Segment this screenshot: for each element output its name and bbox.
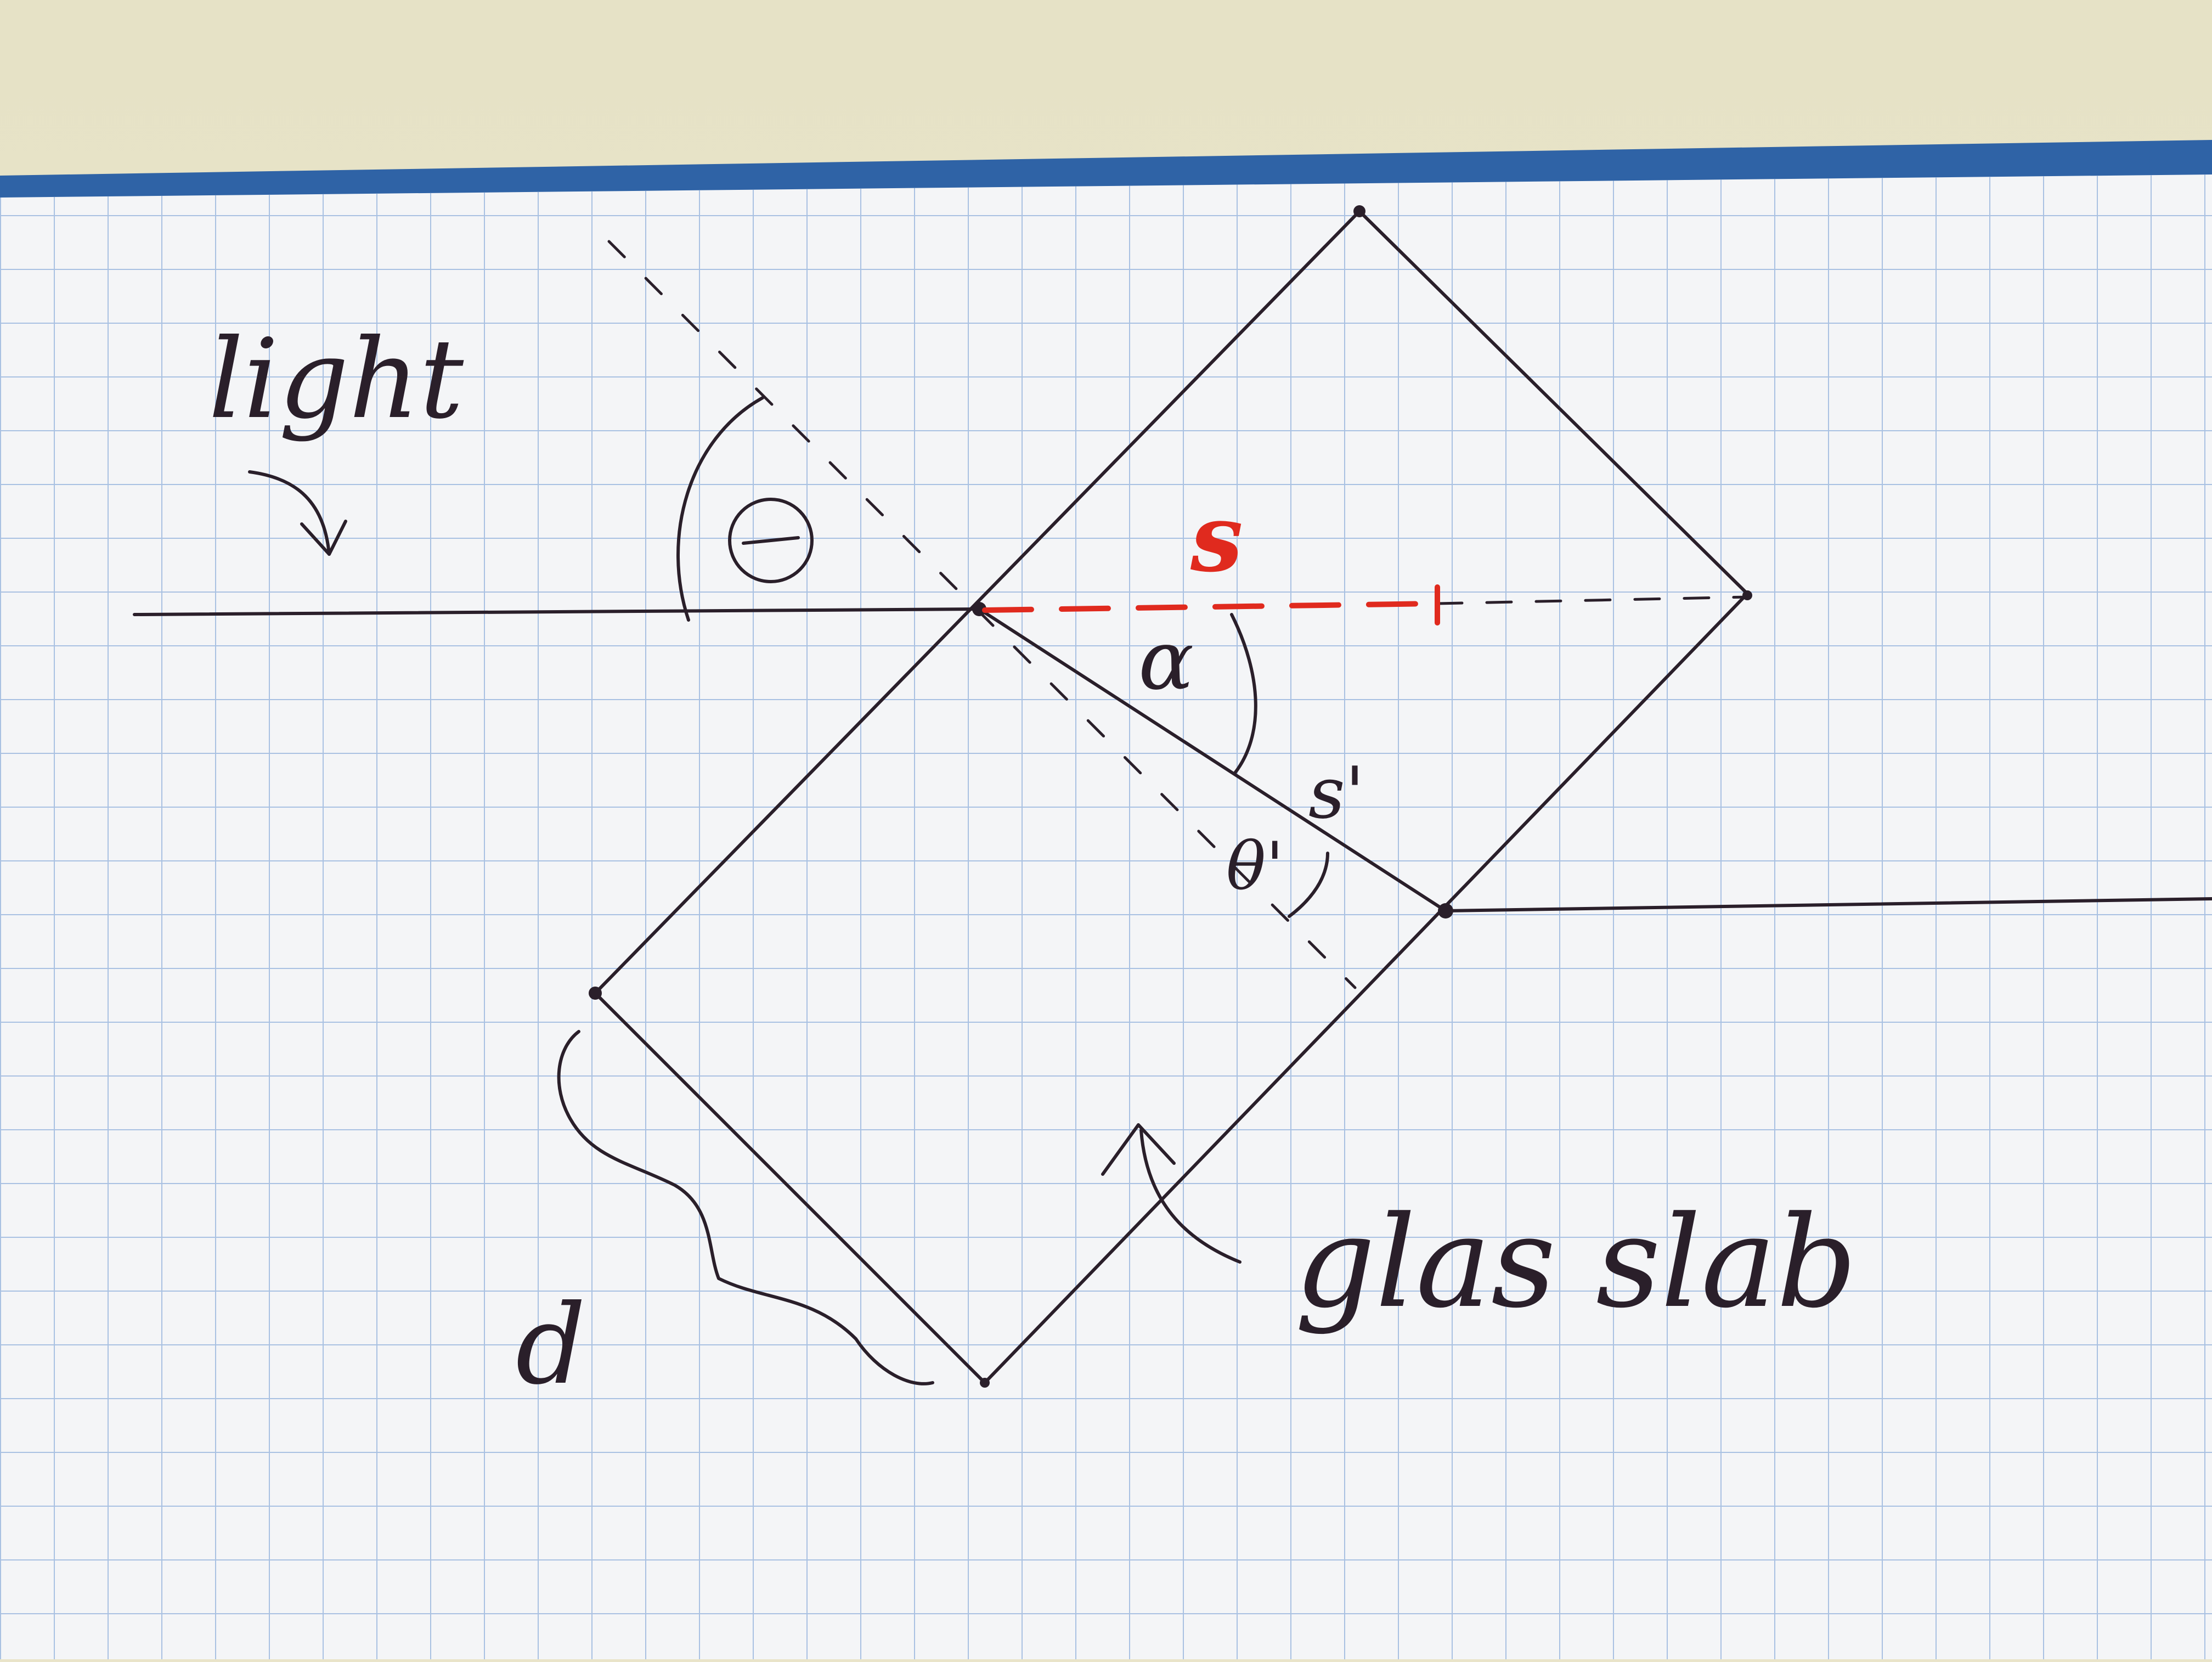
alpha-arc (1230, 613, 1257, 775)
notebook-binding (0, 140, 2212, 203)
refracted-ray (978, 607, 1447, 912)
horizontal-dashed-extension (1436, 595, 1749, 605)
vertex-bottom (980, 1378, 990, 1388)
slab-pointer-arrow (1139, 1129, 1242, 1264)
s-measurement-line (982, 601, 1437, 613)
theta-prime-arc (1288, 852, 1329, 918)
label-d: d (516, 1281, 586, 1409)
exit-ray (1444, 897, 2212, 912)
label-light: light (208, 316, 464, 443)
theta-arc (676, 396, 764, 622)
label-s: s (1190, 483, 1243, 593)
label-s-prime: s' (1308, 751, 1364, 835)
label-glas-slab: glas slab (1295, 1190, 1857, 1336)
vertex-right (1742, 590, 1752, 600)
d-brace (557, 1030, 934, 1385)
label-theta-prime: θ' (1226, 829, 1284, 905)
slab-pointer-head (1101, 1123, 1176, 1176)
incident-ray (133, 607, 981, 616)
vertex-left (589, 987, 602, 1000)
light-arrow-head (300, 520, 347, 556)
theta-symbol-circle (728, 498, 814, 583)
light-arrow-shaft (248, 470, 331, 556)
entry-point (972, 602, 986, 616)
theta-symbol-bar (742, 536, 800, 545)
label-alpha: α (1138, 613, 1194, 708)
vertex-top (1353, 205, 1365, 217)
exit-point (1438, 903, 1453, 919)
paper-grid (0, 174, 2212, 1659)
